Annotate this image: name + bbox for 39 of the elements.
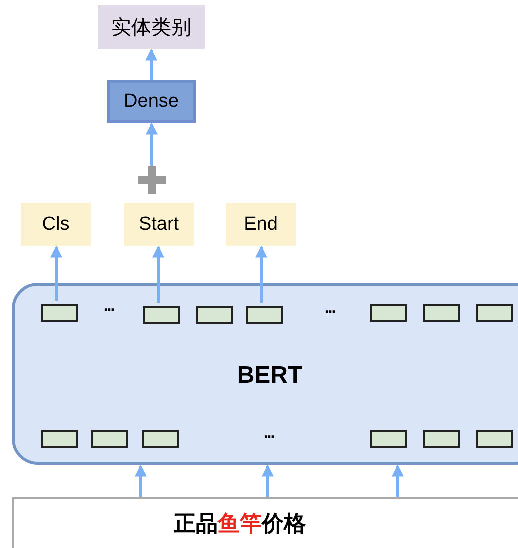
arrow [262, 464, 274, 497]
box-label: Cls [42, 214, 70, 236]
token-box [41, 304, 78, 322]
arrow [50, 246, 62, 301]
plus-icon [138, 166, 166, 194]
token-box [423, 304, 460, 322]
output-box [226, 203, 296, 246]
input-sentence: 正品鱼竿价格 [174, 510, 306, 538]
token-box [423, 430, 460, 448]
ellipsis-text: ... [264, 425, 274, 443]
token-box [41, 430, 78, 448]
arrow [146, 48, 158, 80]
box-label: 实体类别 [112, 16, 192, 40]
output-box [124, 203, 194, 246]
arrow [392, 464, 404, 497]
ellipsis-text: ... [104, 298, 114, 316]
dense-box [107, 80, 196, 123]
token-box [370, 430, 407, 448]
ellipsis-text: ... [324, 300, 336, 318]
category-box [98, 5, 205, 49]
arrow [256, 246, 268, 303]
token-box [142, 430, 179, 448]
token-box [91, 430, 128, 448]
box-label: Dense [124, 90, 179, 112]
token-box [246, 306, 283, 324]
arrow [135, 464, 147, 497]
input-box [12, 497, 518, 548]
token-box [196, 306, 233, 324]
model-label: BERT [237, 362, 303, 390]
output-box [21, 203, 91, 246]
token-box [143, 306, 180, 324]
arrow [152, 246, 164, 303]
box-label: Start [138, 214, 180, 236]
arrow [146, 122, 158, 166]
model-box [12, 283, 518, 465]
box-label: End [244, 214, 278, 236]
token-box [476, 304, 513, 322]
token-box [476, 430, 513, 448]
token-box [370, 304, 407, 322]
